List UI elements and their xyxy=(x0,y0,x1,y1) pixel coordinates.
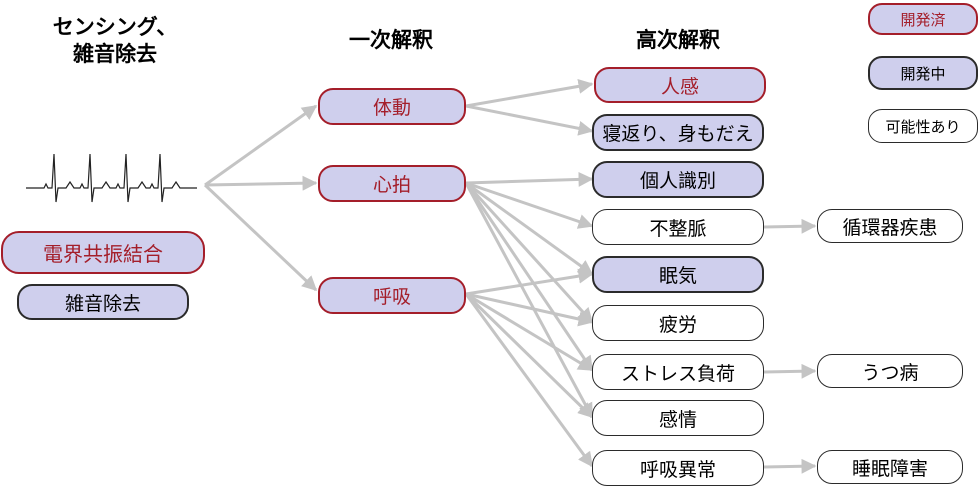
outcome-item-utsu: うつ病 xyxy=(817,354,963,388)
arrow-kokyu-hirou xyxy=(465,292,594,327)
arrow-kokyu-kanjo xyxy=(464,292,594,419)
higher-item-negaeri: 寝返り、身もだえ xyxy=(592,114,764,151)
arrow-shinpaku-hirou xyxy=(464,181,594,324)
arrow-shinpaku-nemuke xyxy=(465,181,594,276)
legend-done: 開発済 xyxy=(868,3,978,35)
arrow-kokyu-kokyuijo xyxy=(464,293,594,468)
header-higher: 高次解釈 xyxy=(636,28,720,52)
arrow-shinpaku-kojin xyxy=(465,171,594,187)
legend-possible: 可能性あり xyxy=(868,109,978,143)
sensing-item-zatsuon: 雑音除去 xyxy=(17,284,189,320)
header-sensing-line2: 雑音除去 xyxy=(73,42,157,66)
arrow-shinpaku-fuseimyaku xyxy=(465,181,594,229)
higher-item-kojin: 個人識別 xyxy=(592,161,764,198)
higher-item-nemuke: 眠気 xyxy=(592,256,764,293)
legend-dev: 開発中 xyxy=(868,56,978,90)
arrow-taido-negaeri xyxy=(465,104,594,136)
arrow-kokyu-stress xyxy=(465,292,594,372)
arrow-sensing-kokyu xyxy=(203,183,318,292)
arrow-stress-utsu xyxy=(763,363,817,379)
arrow-taido-jinkan xyxy=(465,78,594,108)
higher-item-kokyuijo: 呼吸異常 xyxy=(592,450,764,486)
header-primary: 一次解釈 xyxy=(349,28,433,52)
arrow-fuseimyaku-junkanki xyxy=(763,218,817,234)
higher-item-kanjo: 感情 xyxy=(592,400,764,436)
higher-item-fuseimyaku: 不整脈 xyxy=(592,209,764,245)
higher-item-hirou: 疲労 xyxy=(592,305,764,341)
outcome-item-suimin: 睡眠障害 xyxy=(817,450,963,484)
arrow-kokyuijo-suimin xyxy=(763,458,817,474)
primary-item-kokyu: 呼吸 xyxy=(318,277,466,314)
arrow-sensing-taido xyxy=(204,104,318,187)
arrow-shinpaku-kanjo xyxy=(464,182,594,419)
higher-item-stress: ストレス負荷 xyxy=(592,354,764,390)
arrow-shinpaku-stress xyxy=(464,182,594,372)
arrow-kokyu-nemuke xyxy=(465,268,594,296)
header-sensing-line1: センシング、 xyxy=(52,15,178,39)
header-sensing: センシング、 雑音除去 xyxy=(40,14,190,68)
arrow-sensing-shinpaku xyxy=(204,175,318,191)
primary-item-taido: 体動 xyxy=(318,88,466,125)
outcome-item-junkanki: 循環器疾患 xyxy=(817,209,963,243)
ecg-waveform-icon xyxy=(26,153,197,203)
primary-item-shinpaku: 心拍 xyxy=(318,165,466,202)
sensing-item-denkai: 電界共振結合 xyxy=(1,231,205,274)
higher-item-jinkan: 人感 xyxy=(594,67,766,103)
